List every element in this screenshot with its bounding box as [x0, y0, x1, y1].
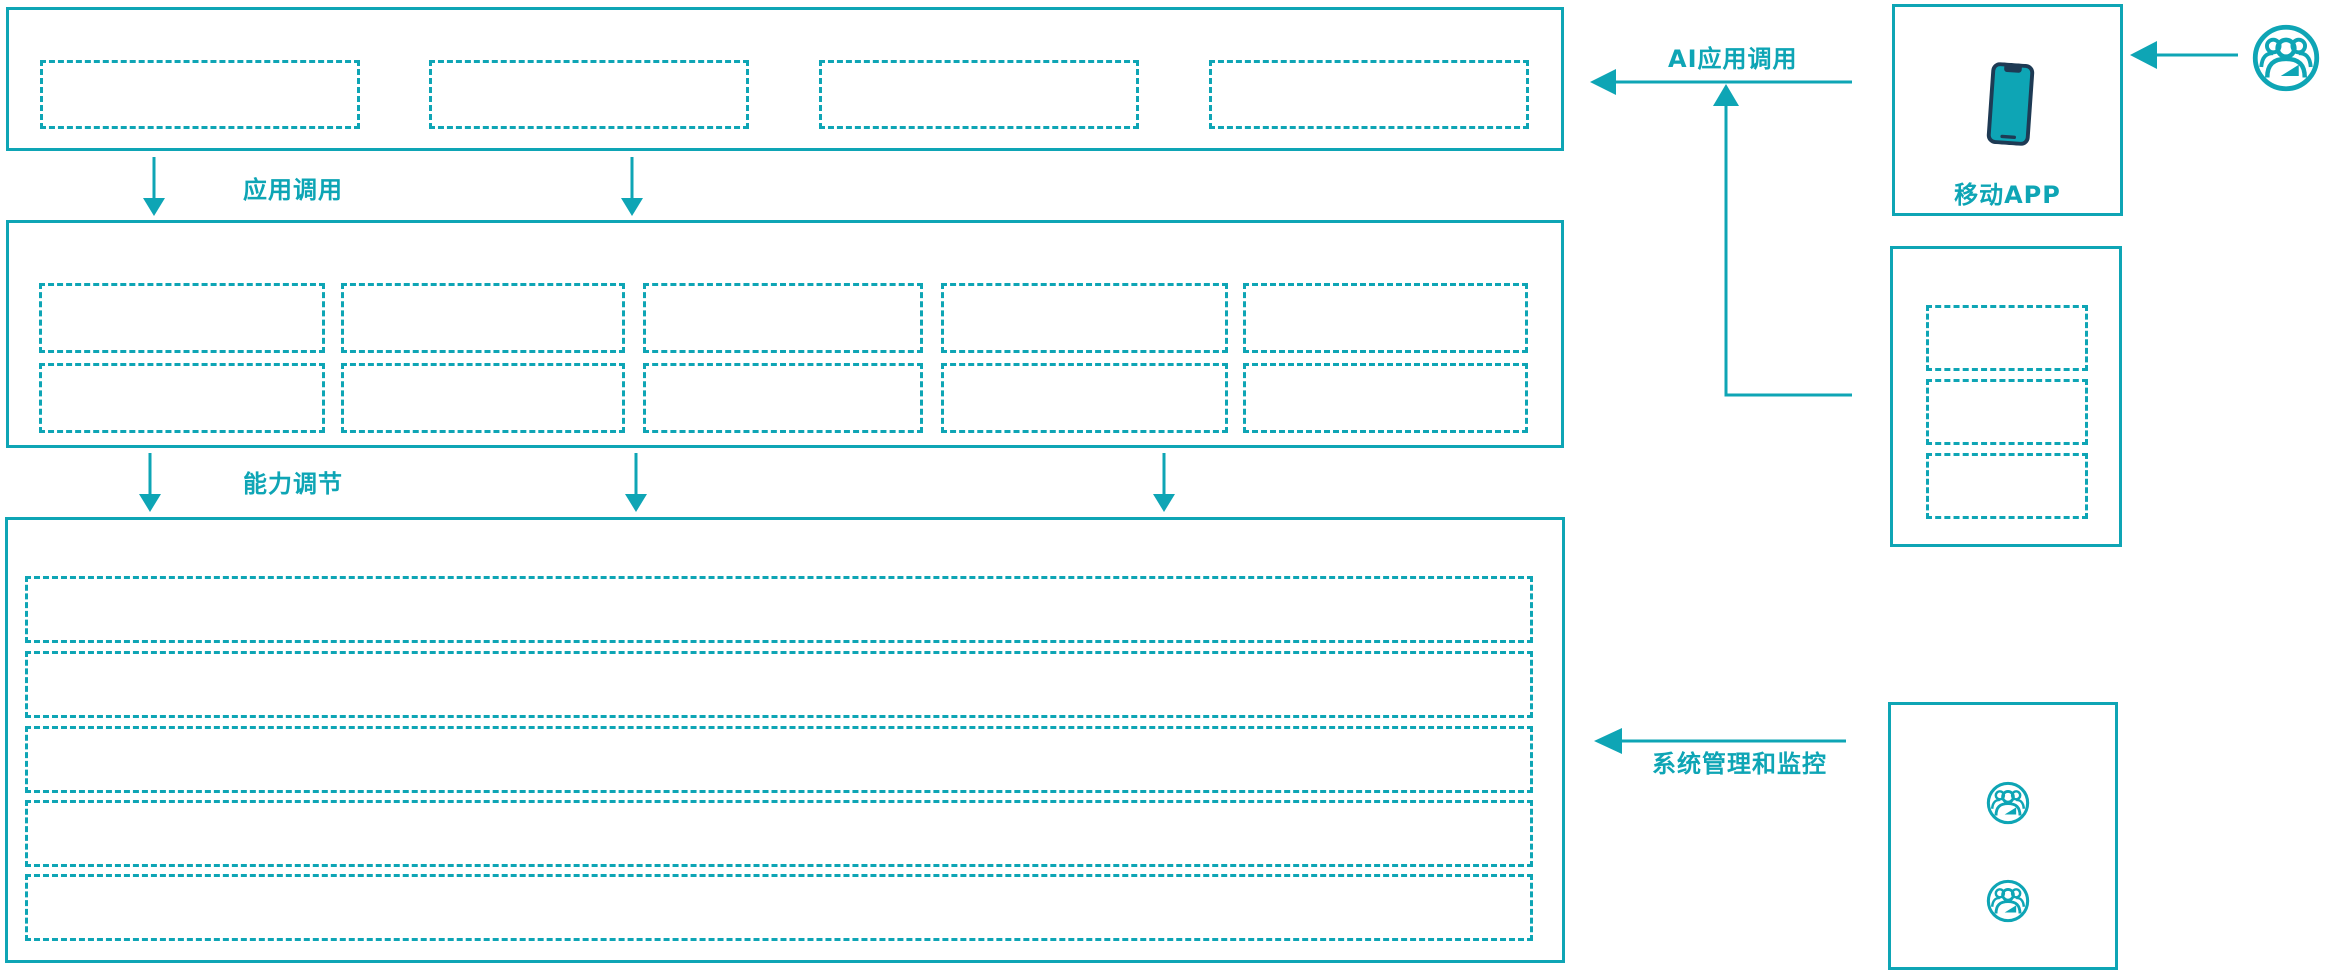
placeholder-row — [25, 726, 1533, 793]
placeholder-row — [25, 576, 1533, 643]
service-elbow-arrow — [1713, 84, 1852, 397]
service-panel — [1890, 246, 2122, 547]
system-monitor-label: 系统管理和监控 — [1652, 750, 1827, 778]
user-group-icon — [1985, 878, 2031, 924]
admin-users-panel — [1888, 702, 2118, 970]
capability-arrow-1 — [139, 453, 161, 512]
placeholder-box — [1243, 283, 1528, 353]
capability-arrow-3 — [1153, 453, 1175, 512]
placeholder-box — [39, 283, 325, 353]
user-group-icon — [2250, 22, 2322, 94]
placeholder-box — [1926, 379, 2088, 445]
placeholder-box — [341, 363, 625, 433]
capability-adjust-label: 能力调节 — [243, 470, 343, 498]
application-panel — [6, 7, 1564, 151]
placeholder-box — [941, 283, 1228, 353]
placeholder-box — [819, 60, 1139, 129]
placeholder-row — [25, 874, 1533, 941]
placeholder-box — [341, 283, 625, 353]
placeholder-box — [1926, 305, 2088, 371]
placeholder-box — [429, 60, 749, 129]
placeholder-box — [1926, 453, 2088, 519]
placeholder-box — [643, 283, 923, 353]
placeholder-box — [643, 363, 923, 433]
placeholder-box — [40, 60, 360, 129]
ai-app-call-label: AI应用调用 — [1668, 45, 1798, 73]
mobile-app-panel: 移动APP — [1892, 4, 2123, 216]
placeholder-box — [1243, 363, 1528, 433]
capability-arrow-2 — [625, 453, 647, 512]
app-call-arrow-right — [621, 157, 643, 216]
placeholder-box — [1209, 60, 1529, 129]
placeholder-box — [941, 363, 1228, 433]
user-to-app-arrow — [2130, 41, 2238, 69]
capability-panel — [6, 220, 1564, 448]
mobile-app-label: 移动APP — [1954, 181, 2061, 209]
placeholder-row — [25, 651, 1533, 718]
app-call-arrow-left — [143, 157, 165, 216]
mobile-phone-icon — [1985, 62, 2036, 147]
placeholder-row — [25, 800, 1533, 867]
app-call-label: 应用调用 — [243, 176, 343, 204]
placeholder-box — [39, 363, 325, 433]
user-group-icon — [1985, 780, 2031, 826]
platform-panel — [5, 517, 1565, 963]
